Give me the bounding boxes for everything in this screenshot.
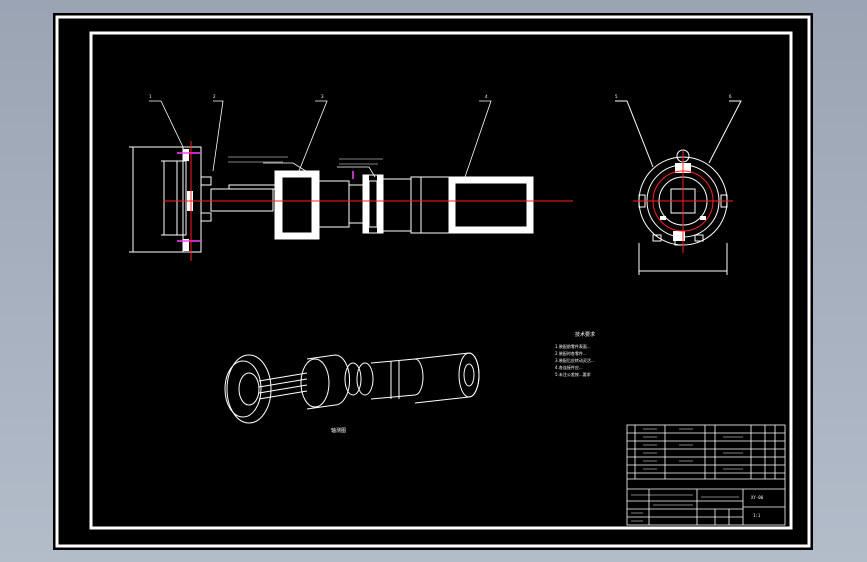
balloon-4: 4 [485, 94, 488, 99]
drawing-sheet: 1 2 3 4 5 6 技术要求 1.装配前零件表面... 2.装配时各零件..… [53, 13, 813, 550]
outer-border [55, 15, 811, 548]
tech-requirements-title: 技术要求 [575, 332, 596, 338]
front-view-sections [183, 149, 533, 251]
end-view-centerlines [633, 151, 733, 253]
drawing-number: XY-00 [751, 495, 764, 500]
centerlines [163, 141, 573, 261]
title-block [626, 424, 786, 526]
cad-drawing [55, 15, 811, 548]
magenta-marks [177, 152, 354, 242]
isometric-label: 轴测图 [331, 428, 347, 434]
end-view [615, 100, 742, 275]
tech-requirement-3: 3.装配后应转动灵活... [555, 358, 595, 363]
balloon-3: 3 [321, 94, 324, 99]
balloon-1: 1 [149, 94, 152, 99]
balloon-2: 2 [213, 94, 216, 99]
title-block-entries [631, 428, 743, 522]
balloon-5: 5 [615, 94, 618, 99]
drawing-scale: 1:1 [753, 513, 761, 518]
dimension-notes [228, 156, 383, 165]
isometric-view [224, 352, 480, 424]
balloon-6: 6 [729, 94, 732, 99]
tech-requirement-4: 4.各连接件应... [555, 365, 583, 370]
tech-requirement-5: 5.未注公差按...要求 [555, 372, 591, 377]
inner-border [89, 31, 793, 530]
leader-lines [149, 100, 492, 178]
tech-requirement-1: 1.装配前零件表面... [555, 344, 591, 349]
tech-requirement-2: 2.装配时各零件... [555, 351, 587, 356]
